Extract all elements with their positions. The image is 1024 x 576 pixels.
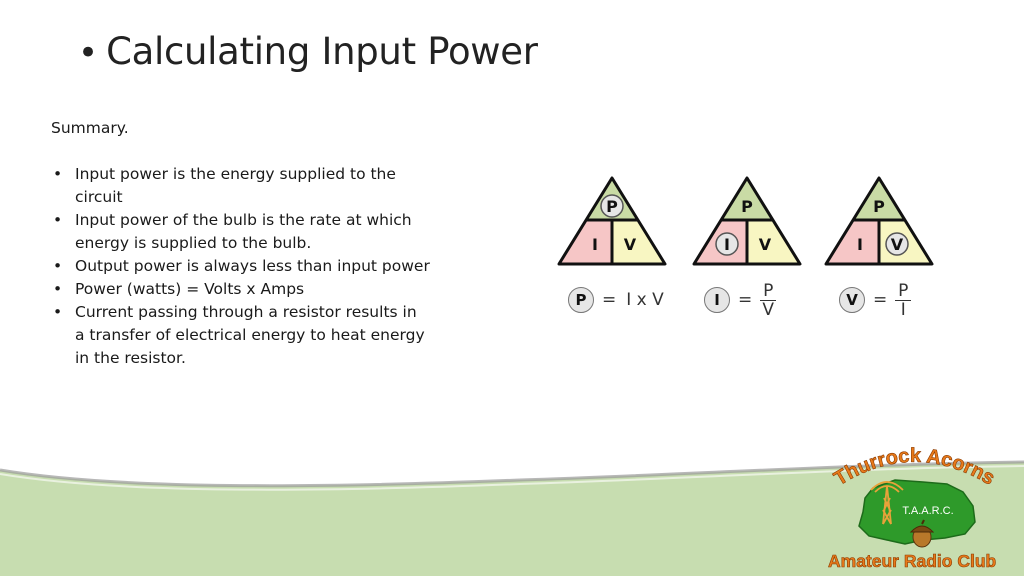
bullet-dot: • [53, 211, 63, 229]
bullet-text: Output power is always less than input p… [75, 257, 430, 275]
footer-band [0, 460, 1024, 576]
club-name: Amateur Radio Club [828, 551, 997, 572]
slide-title-row: • Calculating Input Power [78, 30, 538, 73]
formula-power: P = I x V [568, 280, 664, 320]
bullet-item: • Input power is the energy supplied to t… [51, 163, 431, 209]
fraction-denominator: V [762, 299, 775, 320]
acorn-icon [909, 519, 935, 548]
bullet-dot: • [53, 165, 63, 183]
bullet-item: • Current passing through a resistor resu… [51, 301, 431, 370]
summary-label: Summary. [51, 119, 129, 137]
triangle-left-letter: I [592, 235, 598, 254]
formula-expression: I x V [626, 290, 664, 310]
formula-current: I = P V [704, 280, 777, 320]
antenna-tower-icon [870, 481, 904, 525]
logo-badge: T.A.A.R.C. [902, 505, 953, 517]
formula-equals: = [873, 290, 888, 310]
formula-equals: = [602, 290, 617, 310]
fraction-denominator: I [900, 299, 906, 320]
bullet-text: Current passing through a resistor resul… [75, 303, 425, 367]
bullet-text: Power (watts) = Volts x Amps [75, 280, 305, 298]
formula-equals: = [738, 290, 753, 310]
bullet-dot: • [53, 280, 63, 298]
bullet-text: Input power is the energy supplied to th… [75, 165, 396, 206]
triangle-top-letter: P [741, 197, 753, 216]
bullet-list: • Input power is the energy supplied to t… [51, 163, 431, 370]
bullet-item: • Output power is always less than input … [51, 255, 431, 278]
fraction-numerator: P [898, 280, 909, 301]
power-triangle-v: P I V [824, 176, 934, 266]
bullet-item: • Input power of the bulb is the rate at … [51, 209, 431, 255]
fraction-bar [760, 299, 777, 301]
triangle-top-letter: P [606, 197, 618, 216]
formula-fraction: P V [760, 280, 777, 320]
summary-section: Summary. • Input power is the energy supp… [51, 117, 431, 370]
formula-fraction: P I [895, 280, 912, 320]
triangle-right-letter: V [759, 235, 772, 254]
triangle-top-letter: P [873, 197, 885, 216]
club-logo: Thurrock Acorns T.A.A.R.C. [830, 445, 999, 548]
bullet-dot: • [53, 257, 63, 275]
triangle-right-letter: V [891, 235, 904, 254]
fraction-numerator: P [763, 280, 774, 301]
power-triangle-i: P I V [692, 176, 802, 266]
triangle-left-letter: I [857, 235, 863, 254]
bullet-dot: • [53, 303, 63, 321]
triangle-left-letter: I [724, 235, 730, 254]
formula-subject: I [704, 287, 730, 313]
title-bullet: • [78, 33, 99, 73]
triangle-right-letter: V [624, 235, 637, 254]
bullet-text: Input power of the bulb is the rate at w… [75, 211, 412, 252]
formula-subject: V [839, 287, 865, 313]
formula-subject: P [568, 287, 594, 313]
bullet-item: • Power (watts) = Volts x Amps [51, 278, 431, 301]
formula-voltage: V = P I [839, 280, 912, 320]
fraction-bar [895, 299, 912, 301]
power-triangle-p: P I V [557, 176, 667, 266]
slide-title: Calculating Input Power [106, 30, 538, 73]
